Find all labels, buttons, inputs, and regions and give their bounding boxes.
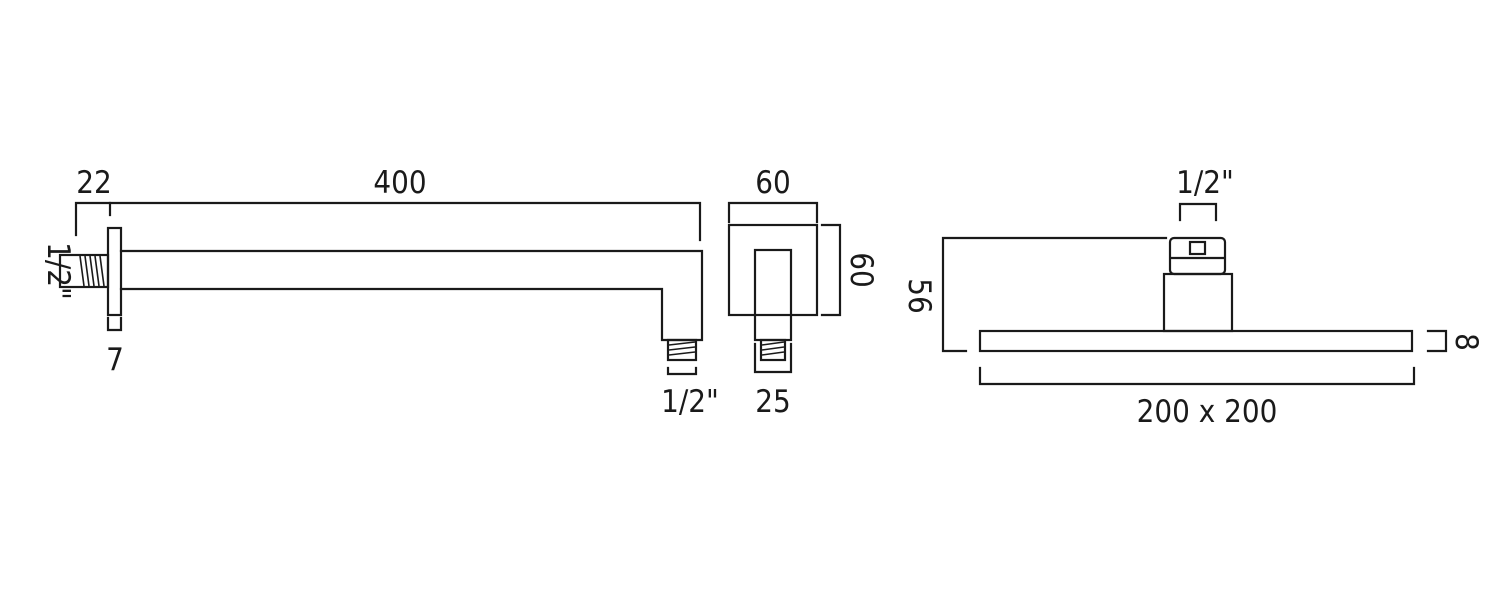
dim-line-plate-size [978, 366, 1416, 386]
arm-body [119, 249, 704, 342]
end-view-plate [727, 223, 819, 317]
dim-head-inlet-label: 1/2" [1176, 165, 1234, 201]
dim-line-flange-thickness [106, 316, 123, 332]
connector-nut [1168, 236, 1227, 276]
arm-end-view: 60 60 25 [727, 165, 879, 420]
end-view-arm [753, 248, 793, 342]
dim-line-end-arm-width [753, 342, 793, 374]
connector-nut-window [1188, 240, 1207, 256]
dim-flange-thickness-label: 7 [106, 342, 124, 378]
shower-head-view: 1/2" 56 8 200 x 200 [901, 165, 1484, 430]
dim-line-head-inlet [1178, 202, 1218, 222]
dim-line-end-width [727, 201, 819, 224]
outlet-thread-hatching [668, 341, 696, 356]
dim-line-flange-offset [74, 201, 112, 237]
dim-end-height-label: 60 [843, 252, 879, 287]
dim-line-arm-length [108, 201, 702, 242]
inlet-thread-hatching [79, 255, 105, 287]
dim-arm-length-label: 400 [373, 165, 426, 201]
end-view-thread-hatching [761, 341, 785, 356]
wall-flange [106, 226, 123, 317]
outlet-thread-stub [666, 338, 698, 362]
dim-outlet-thread-label: 1/2" [661, 384, 719, 420]
dim-total-height-label: 56 [901, 278, 937, 313]
dim-line-plate-thickness [1426, 329, 1448, 353]
dim-end-width-label: 60 [755, 165, 790, 201]
dim-line-total-height [941, 236, 1168, 353]
dim-plate-thickness-label: 8 [1448, 333, 1484, 351]
end-view-outlet-stub [759, 338, 787, 362]
head-body-block [1162, 272, 1234, 333]
dim-plate-size-label: 200 x 200 [1137, 394, 1278, 430]
arm-side-view: 22 400 1/2" 7 1/2" [40, 165, 719, 420]
dim-line-outlet-thread [666, 366, 698, 376]
shower-plate [978, 329, 1414, 353]
dim-end-arm-width-label: 25 [755, 384, 790, 420]
dim-inlet-thread-label: 1/2" [40, 242, 76, 300]
dim-line-end-height [820, 223, 842, 317]
dim-flange-offset-label: 22 [76, 165, 111, 201]
